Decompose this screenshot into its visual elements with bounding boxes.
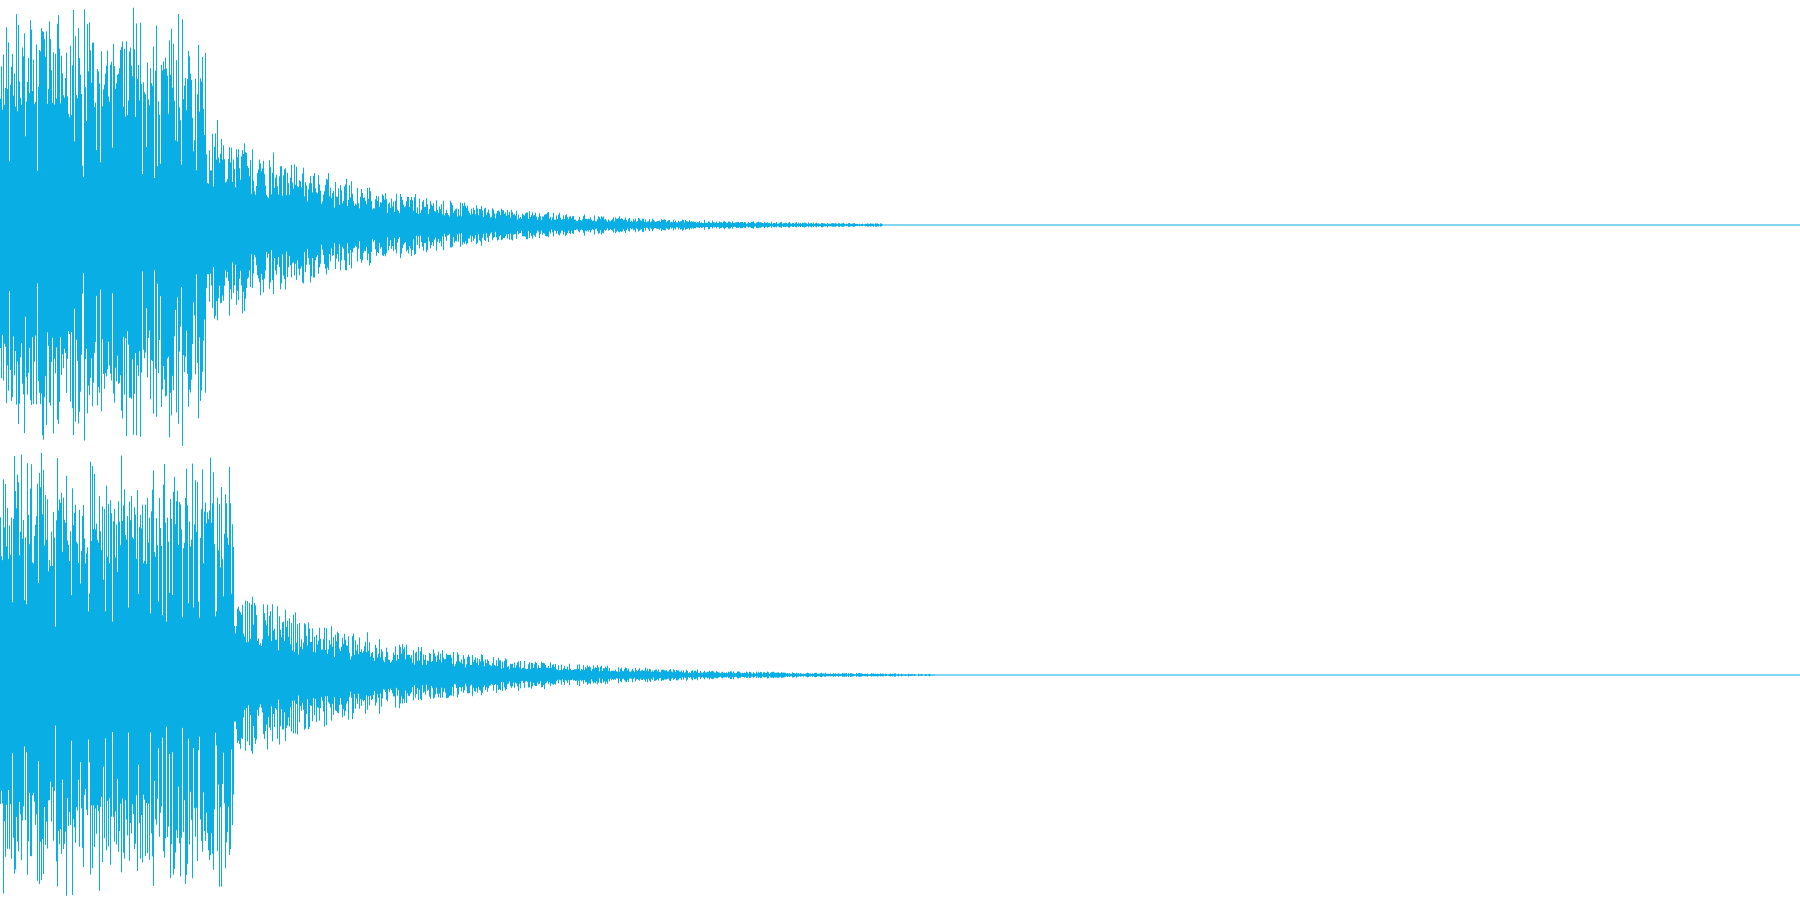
channel-2-waveform[interactable] — [0, 452, 1800, 896]
channel-waveform-path — [0, 452, 937, 896]
channel-waveform-path — [0, 7, 883, 446]
channel-1-waveform[interactable] — [0, 7, 1800, 446]
